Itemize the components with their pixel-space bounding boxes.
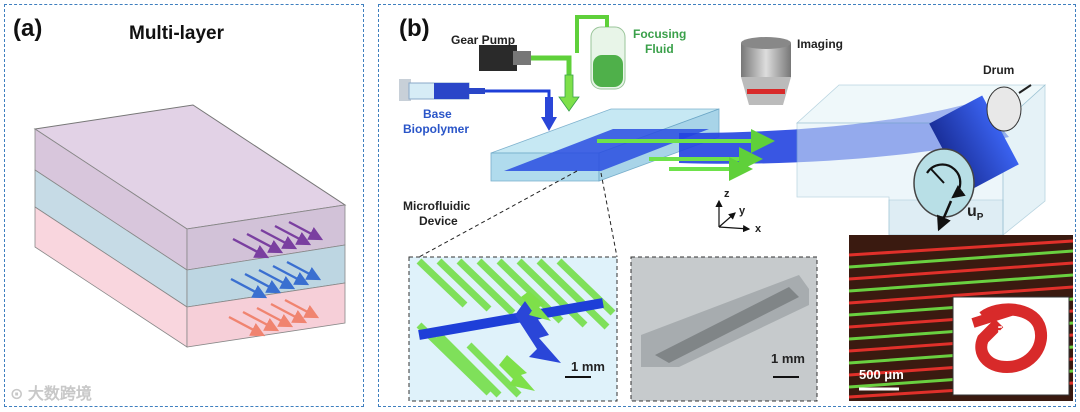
purple-arrows — [232, 220, 324, 259]
green-down-arrow — [558, 74, 580, 112]
blue-arrows — [230, 260, 322, 299]
focusing-fluid-label-2: Fluid — [645, 42, 674, 56]
microfluidic-label-2: Device — [419, 214, 458, 228]
panel-a-title: Multi-layer — [129, 23, 225, 44]
drum-label: Drum — [983, 63, 1015, 77]
axis-z-label: z — [724, 188, 730, 200]
zoom-leader-2 — [600, 172, 618, 258]
axis-x-label: x — [755, 223, 762, 235]
scale-bar-label-1: 1 mm — [571, 359, 605, 374]
watermark-text: 大数跨境 — [27, 386, 92, 403]
blue-tubing — [485, 89, 551, 115]
imaging-objective-icon — [741, 37, 791, 105]
gear-pump-label: Gear Pump — [451, 33, 516, 47]
drum-icon — [913, 84, 1032, 218]
axes-icon — [715, 199, 751, 233]
focusing-fluid-label-1: Focusing — [633, 27, 687, 41]
gear-pump-icon — [479, 45, 531, 71]
inset-microscopy — [848, 235, 1074, 401]
base-biopolymer-label-1: Base — [423, 107, 452, 121]
scale-bar-label-2: 1 mm — [771, 351, 805, 366]
scale-bar-label-3: 500 μm — [859, 367, 904, 382]
panel-a: (a) Multi-layer — [4, 4, 364, 407]
green-tubing-pump — [531, 55, 572, 75]
multilayer-block-illustration — [33, 104, 347, 348]
imaging-label: Imaging — [797, 37, 844, 51]
base-biopolymer-label-2: Biopolymer — [403, 122, 470, 136]
watermark-logo-icon: ⊙ — [10, 386, 24, 403]
inset-layers-schematic — [408, 256, 618, 402]
block-front-pink — [186, 282, 346, 348]
salmon-arrows — [228, 298, 320, 337]
focusing-fluid-vial-icon — [590, 26, 626, 90]
inset-photo — [630, 256, 818, 402]
microfluidic-spinning-schematic — [399, 15, 1074, 402]
blue-down-arrow — [541, 97, 557, 131]
axis-y-label: y — [739, 205, 746, 217]
zoom-leader-1 — [418, 170, 578, 258]
green-fiber-arrows — [597, 129, 775, 181]
syringe-icon — [399, 79, 485, 101]
microfluidic-label-1: Microfluidic — [403, 199, 471, 213]
panel-b-letter: (b) — [399, 15, 430, 42]
velocity-arrow — [937, 200, 953, 232]
velocity-label: uP — [967, 203, 984, 224]
panel-b: (b) Gear Pump Focusing Fluid Imaging Dru… — [378, 4, 1076, 407]
panel-a-letter: (a) — [13, 15, 43, 42]
watermark: ⊙ 大数跨境 — [10, 380, 92, 404]
green-tubing-vial — [575, 15, 609, 53]
